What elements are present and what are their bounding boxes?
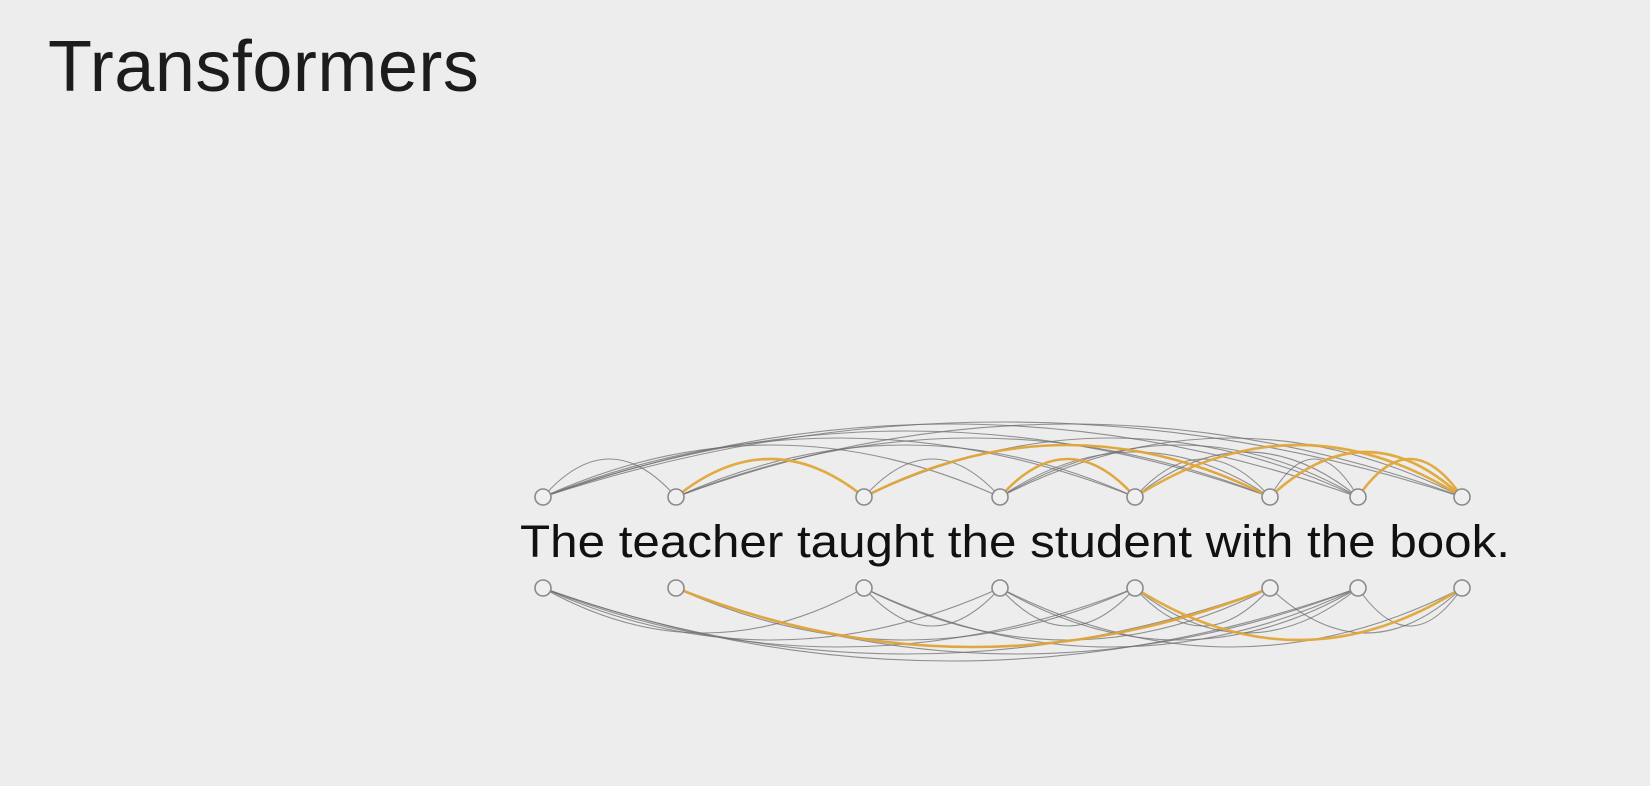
top-edge [1269, 458, 1359, 498]
bottom-edge [542, 587, 1359, 662]
top-attention-edges [542, 421, 1464, 499]
bottom-node-the [991, 579, 1009, 597]
top-node-student [1126, 488, 1144, 506]
bottom-node-with [1261, 579, 1279, 597]
top-edge [999, 444, 1359, 498]
top-node-teacher [667, 488, 685, 506]
bottom-token-nodes [534, 579, 1471, 597]
bottom-edge [999, 587, 1463, 648]
bottom-attention-edges [542, 586, 1463, 662]
sentence-text: The teacher taught the student with the … [520, 516, 1510, 567]
bottom-edge [542, 587, 1136, 648]
top-node-the [991, 488, 1009, 506]
top-node-with [1261, 488, 1279, 506]
bottom-edge [863, 587, 1359, 648]
top-token-nodes [534, 488, 1471, 506]
bottom-edge [542, 587, 1001, 641]
top-highlight-edge [1134, 443, 1463, 499]
bottom-edge [1269, 587, 1463, 634]
bottom-node-teacher [667, 579, 685, 597]
top-edge [863, 458, 1001, 498]
top-highlight-edge [863, 443, 1271, 499]
top-highlight-edge [675, 457, 865, 499]
slide-title: Transformers [48, 27, 480, 107]
top-node-the [1349, 488, 1367, 506]
bottom-edge [999, 587, 1359, 641]
top-highlight-edge [999, 457, 1136, 498]
bottom-node-the [1349, 579, 1367, 597]
bottom-edge [999, 587, 1136, 627]
bottom-node-taught [855, 579, 873, 597]
bottom-edge [1357, 587, 1463, 627]
top-node-taught [855, 488, 873, 506]
top-edge [1134, 451, 1359, 498]
bottom-edge [863, 587, 1001, 627]
top-node-the [534, 488, 552, 506]
bottom-edge [542, 587, 865, 634]
top-edge [542, 458, 677, 498]
bottom-node-student [1126, 579, 1144, 597]
bottom-highlight-edge [1134, 586, 1463, 642]
top-edge [1134, 458, 1271, 498]
top-edge [999, 437, 1463, 498]
bottom-edge [1134, 587, 1271, 627]
bottom-edge [675, 587, 1136, 641]
top-edge [542, 444, 1001, 498]
top-edge [542, 423, 1359, 498]
top-edge [675, 444, 1136, 498]
bottom-edge [1134, 587, 1359, 634]
top-highlight-edge [1356, 457, 1464, 498]
top-node-book [1453, 488, 1471, 506]
bottom-node-book [1453, 579, 1471, 597]
bottom-node-the [534, 579, 552, 597]
top-highlight-edge [1269, 450, 1463, 498]
